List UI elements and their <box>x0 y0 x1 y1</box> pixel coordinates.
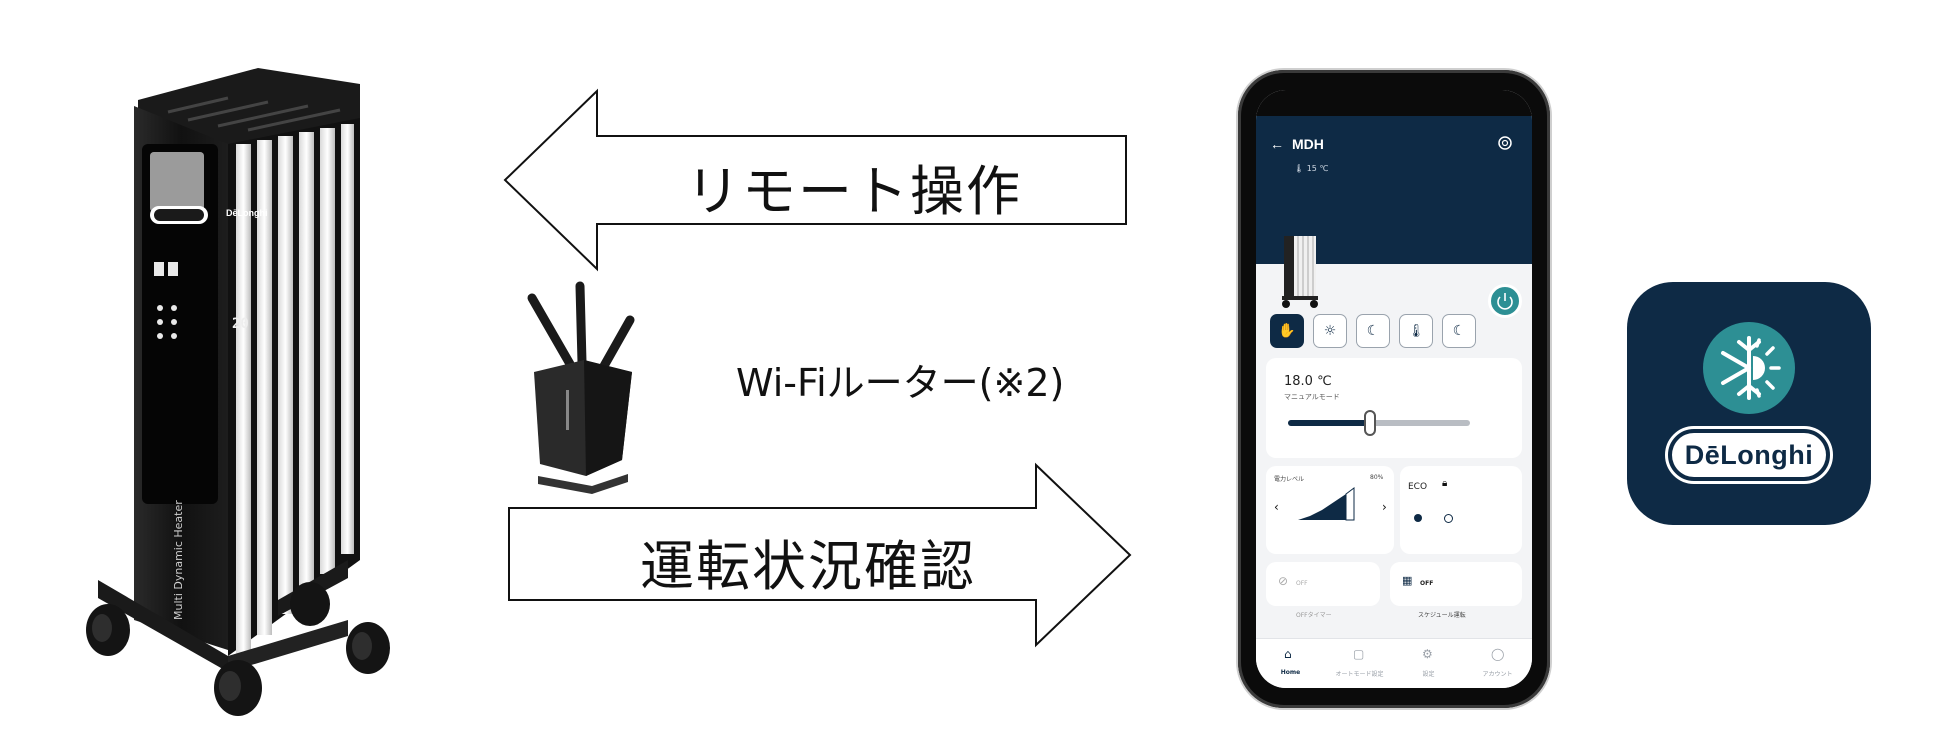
back-arrow-icon[interactable]: ← <box>1270 136 1284 152</box>
hand-icon: ✋ <box>1278 323 1295 339</box>
app-screen: ← MDH 🌡︎ 15 ℃ ✋ <box>1256 90 1532 688</box>
snowflake-sun-icon <box>1701 320 1797 416</box>
gear-icon[interactable] <box>1496 134 1514 152</box>
mode-comfort-button[interactable]: ☼ <box>1313 314 1347 348</box>
thermometer-small-icon: 🌡︎ <box>1294 164 1304 173</box>
power-level-chevron-right-icon[interactable]: › <box>1382 500 1387 514</box>
heater-thumbnail <box>1278 230 1322 310</box>
timer-status: OFF <box>1296 580 1308 587</box>
power-level-label: 電力レベル <box>1274 474 1304 483</box>
wifi-router-icon <box>512 280 642 495</box>
nav-auto-mode[interactable]: ▢ オートモード設定 <box>1325 639 1394 688</box>
eco-card <box>1400 466 1522 554</box>
status-check-label: 運転状況確認 <box>640 522 976 601</box>
account-icon: ◯ <box>1491 647 1504 661</box>
power-level-value: 80% <box>1370 474 1383 481</box>
mode-night-button[interactable]: ☾ <box>1356 314 1390 348</box>
lock-icon[interactable]: 🔒︎ <box>1442 478 1447 489</box>
mode-eco-night-button[interactable]: ☾ <box>1442 314 1476 348</box>
status-bar <box>1256 90 1532 116</box>
delonghi-app-icon[interactable]: DēLonghi <box>1627 282 1871 525</box>
timer-label: OFFタイマー <box>1296 610 1332 619</box>
nav-auto-mode-label: オートモード設定 <box>1325 669 1394 678</box>
mode-thermo-button[interactable]: 🌡︎ <box>1399 314 1433 348</box>
heater-display-reading: 20 <box>232 316 249 332</box>
remote-control-label: リモート操作 <box>686 147 1022 226</box>
power-level-bars-icon <box>1298 486 1356 522</box>
home-icon: ⌂ <box>1284 647 1292 661</box>
eco-off-radio[interactable] <box>1444 514 1453 523</box>
logo-inner: DēLonghi <box>1672 433 1826 477</box>
app-title-row: ← MDH <box>1270 136 1324 152</box>
power-button[interactable] <box>1488 284 1522 318</box>
calendar-icon: ▦ <box>1402 574 1412 587</box>
settings-icon: ⚙︎ <box>1422 647 1433 661</box>
nav-home-label: Home <box>1256 669 1325 676</box>
schedule-label: スケジュール運転 <box>1418 610 1466 619</box>
oil-heater-product: Multi Dynamic Heater DēLonghi 20 <box>78 60 418 720</box>
nav-settings[interactable]: ⚙︎ 設定 <box>1394 639 1463 688</box>
slider-handle[interactable] <box>1364 410 1376 436</box>
nav-home[interactable]: ⌂ Home <box>1256 639 1325 688</box>
heater-brand-badge: DēLonghi <box>226 208 268 218</box>
moon-icon: ☾ <box>1367 323 1380 339</box>
bottom-navigation: ⌂ Home ▢ オートモード設定 ⚙︎ 設定 ◯ アカウント <box>1256 638 1532 688</box>
nav-settings-label: 設定 <box>1394 669 1463 678</box>
temperature-card <box>1266 358 1522 458</box>
mode-manual-button[interactable]: ✋ <box>1270 314 1304 348</box>
thermometer-icon: 🌡︎ <box>1408 324 1425 339</box>
mode-name: マニュアルモード <box>1284 392 1340 402</box>
smartphone: ← MDH 🌡︎ 15 ℃ ✋ <box>1238 70 1550 708</box>
auto-mode-icon: ▢ <box>1353 647 1364 661</box>
schedule-status: OFF <box>1420 580 1433 587</box>
sun-icon: ☼ <box>1324 323 1337 339</box>
heater-side-text: Multi Dynamic Heater <box>172 500 185 620</box>
power-icon <box>1491 287 1519 315</box>
wifi-router-label: Wi-Fiルーター(※2) <box>736 352 1064 407</box>
set-temperature: 18.0 ℃ <box>1284 374 1332 389</box>
eco-on-radio[interactable] <box>1414 514 1422 522</box>
nav-account[interactable]: ◯ アカウント <box>1463 639 1532 688</box>
power-level-chevron-left-icon[interactable]: ‹ <box>1274 500 1279 514</box>
eco-label: ECO <box>1408 482 1427 492</box>
eco-moon-icon: ☾ <box>1453 323 1466 339</box>
timer-off-icon: ⊘ <box>1278 574 1288 588</box>
nav-account-label: アカウント <box>1463 669 1532 678</box>
room-temperature: 🌡︎ 15 ℃ <box>1294 164 1328 173</box>
app-title: MDH <box>1292 136 1324 152</box>
delonghi-logo: DēLonghi <box>1665 426 1833 484</box>
mode-selector: ✋ ☼ ☾ 🌡︎ ☾ <box>1270 314 1476 348</box>
slider-fill <box>1288 420 1370 426</box>
app-icon-brand-text: DēLonghi <box>1685 440 1813 471</box>
